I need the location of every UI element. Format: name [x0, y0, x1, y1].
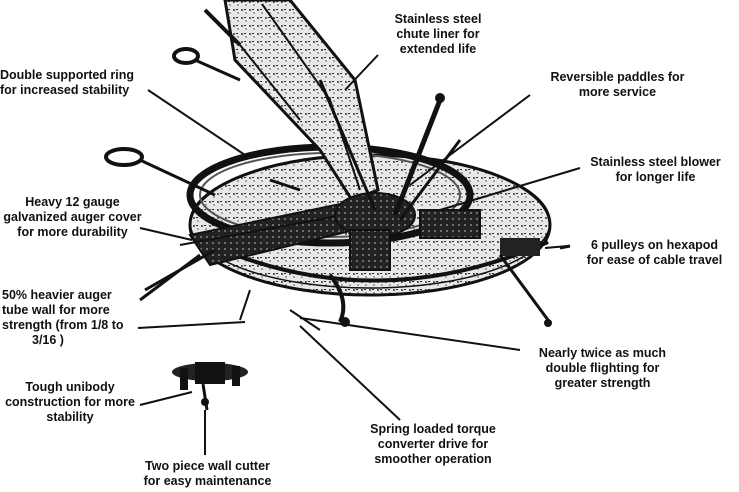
callout-stainless-blower: Stainless steel blower for longer life	[578, 155, 733, 185]
leader-flighting	[300, 318, 520, 350]
callout-double-ring: Double supported ring for increased stab…	[0, 68, 165, 98]
leader-torque	[300, 326, 400, 420]
callout-pulleys-hexapod: 6 pulleys on hexapod for ease of cable t…	[572, 238, 737, 268]
callout-double-flighting: Nearly twice as much double flighting fo…	[520, 346, 685, 391]
leader-auger-cover	[140, 228, 192, 240]
leader-auger-wall	[138, 322, 245, 328]
leader-ring	[148, 90, 245, 155]
callout-auger-wall: 50% heavier auger tube wall for more str…	[2, 288, 142, 348]
callout-unibody: Tough unibody construction for more stab…	[0, 380, 140, 425]
callout-torque-converter: Spring loaded torque converter drive for…	[358, 422, 508, 467]
callout-wall-cutter: Two piece wall cutter for easy maintenan…	[125, 459, 290, 489]
callout-auger-cover: Heavy 12 gauge galvanized auger cover fo…	[0, 195, 145, 240]
callout-chute-liner: Stainless steel chute liner for extended…	[378, 12, 498, 57]
wall-cutter	[172, 362, 248, 410]
callout-reversible-paddles: Reversible paddles for more service	[530, 70, 705, 100]
leader-unibody	[140, 392, 192, 405]
